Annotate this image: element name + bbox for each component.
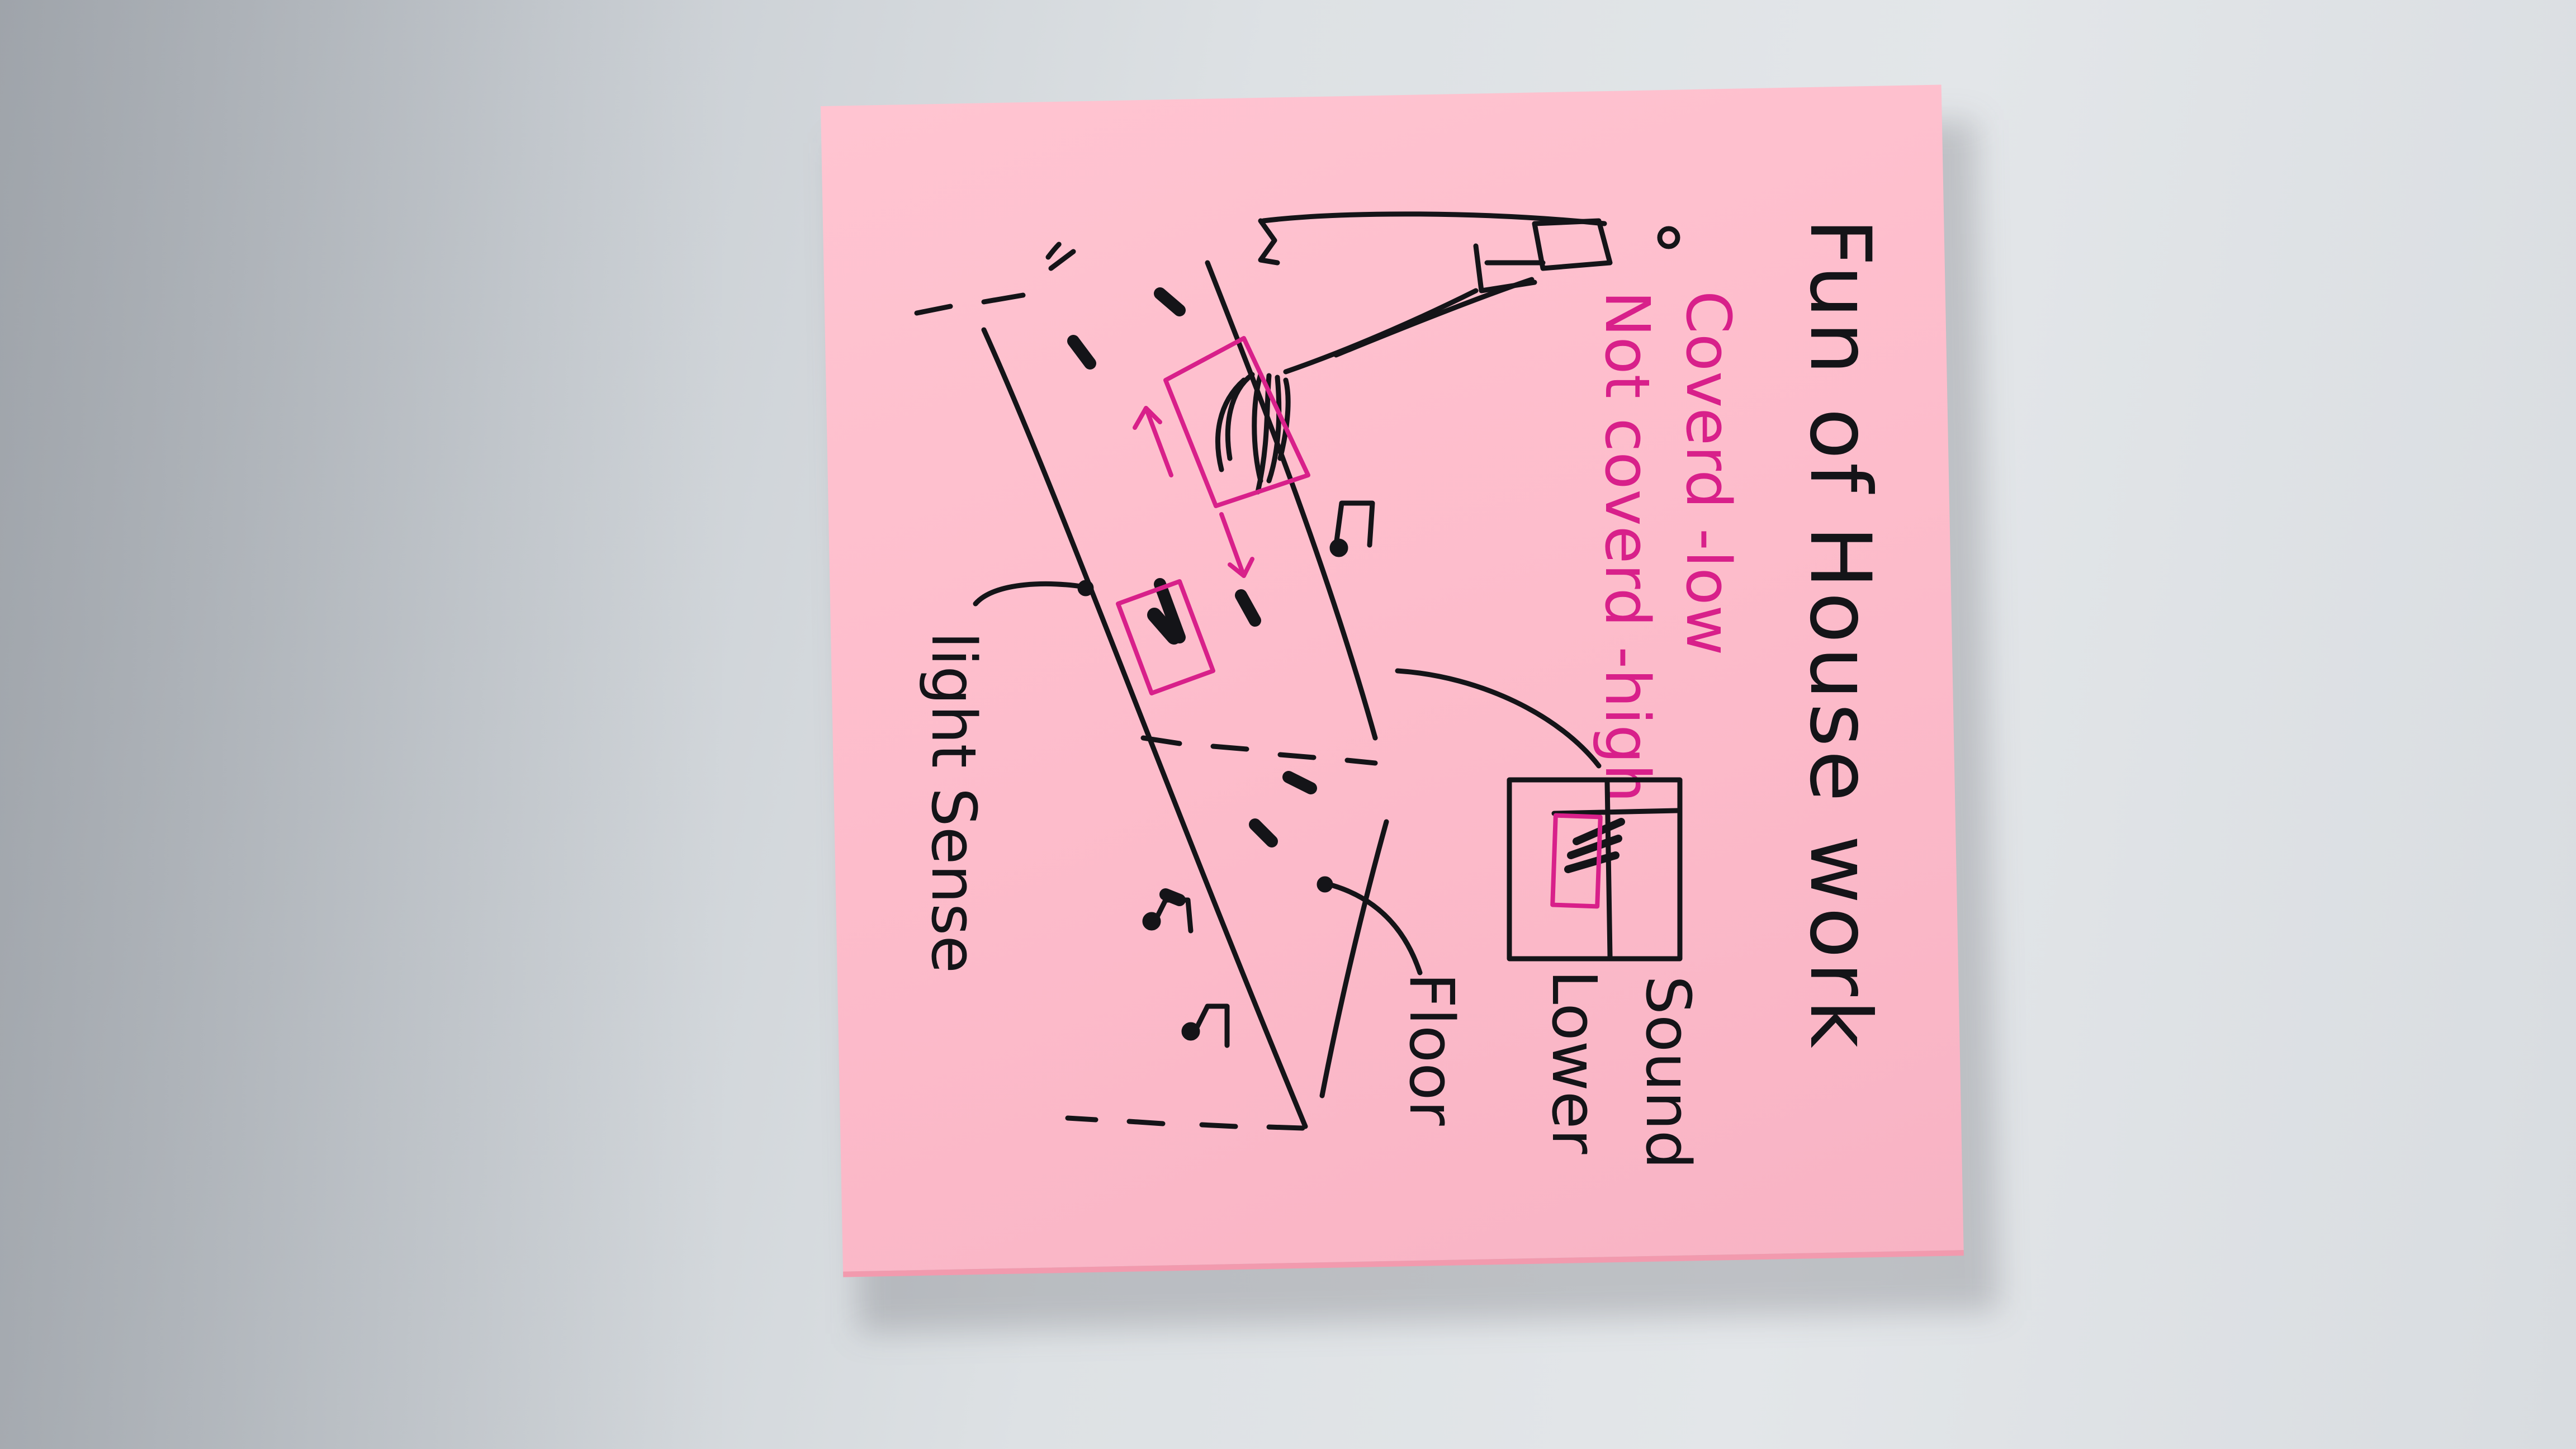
- sound-box: [1507, 777, 1683, 962]
- mop-handle: [1532, 218, 1613, 271]
- floor-line-left: [981, 327, 1308, 1129]
- music-note-icon: [1142, 500, 1375, 1048]
- highlight-box-icon: [1163, 336, 1310, 508]
- floor-line-lower: [1319, 819, 1389, 1098]
- mop-icon: [1215, 372, 1291, 495]
- mop-handle-stick: [1283, 288, 1479, 375]
- bullet-icon: [1657, 226, 1680, 249]
- pointer-sound: [1395, 668, 1602, 769]
- dash-top-arc: [1045, 232, 1073, 260]
- dash-bottom: [1065, 1115, 1305, 1131]
- pointer-floor: [1322, 880, 1423, 976]
- arrow-icon-down: [1219, 512, 1254, 578]
- mop-handle-cap: [1258, 218, 1280, 266]
- mop-handle-bar: [1473, 243, 1546, 293]
- dash-middle: [1140, 735, 1378, 766]
- pointer-light: [973, 581, 1087, 607]
- dash-top-left: [914, 249, 1076, 316]
- mop-handle-top: [1261, 211, 1607, 226]
- highlight-box-sound: [1550, 813, 1603, 909]
- arrow-icon: [1133, 406, 1173, 477]
- highlight-box-small: [1116, 579, 1215, 695]
- mop-handle-stick2: [1333, 277, 1535, 358]
- background-shadow: [0, 0, 727, 1449]
